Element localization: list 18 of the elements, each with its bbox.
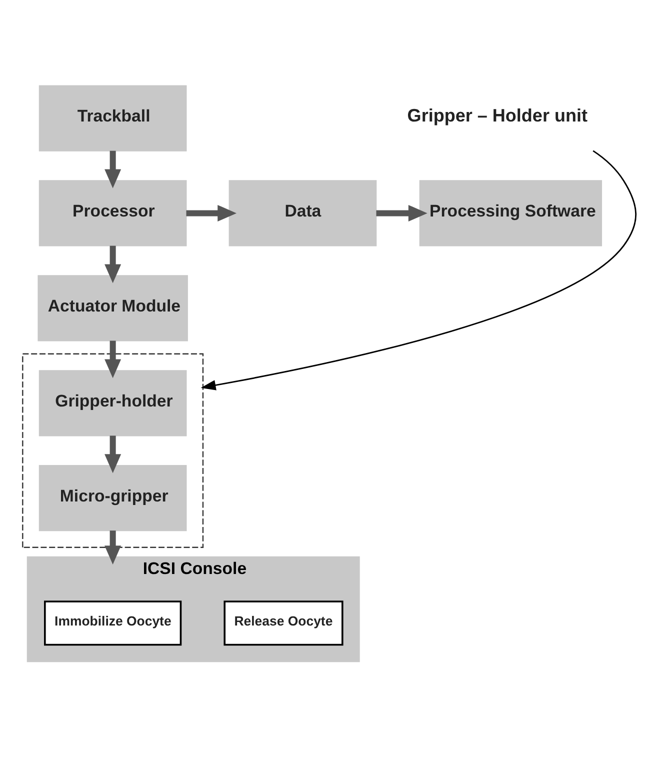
node-box: Trackball xyxy=(38,85,187,152)
node-box: Immobilize Oocyte xyxy=(44,600,182,646)
arrow xyxy=(104,246,122,284)
node-box: Micro-gripper xyxy=(38,465,187,532)
arrow xyxy=(104,340,122,378)
node-box: Gripper-holder xyxy=(38,370,187,436)
arrow xyxy=(104,436,122,474)
node-box: Processing Software xyxy=(419,180,602,246)
node-box: Release Oocyte xyxy=(224,600,344,646)
arrow xyxy=(376,204,428,222)
arrow xyxy=(186,204,237,222)
node-text: Gripper – Holder unit xyxy=(407,105,588,126)
node-box: Data xyxy=(228,180,377,246)
arrow xyxy=(200,150,636,390)
arrow xyxy=(104,150,122,188)
node-box: Processor xyxy=(38,180,187,246)
arrow xyxy=(104,530,122,564)
node-box: Actuator Module xyxy=(38,275,188,342)
